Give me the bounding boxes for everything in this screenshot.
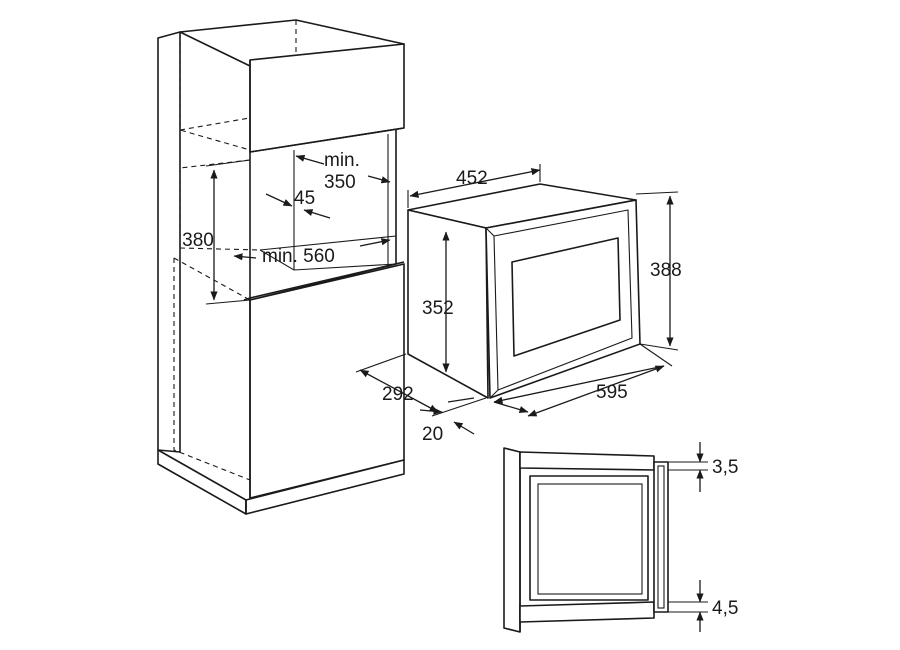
section-bottom-panel [519,601,655,623]
tall-cabinet [157,19,405,515]
microwave-unit [407,183,641,399]
cabinet-side-panel [157,31,181,453]
cabinet-plinth [157,449,247,515]
label-45: 45 [294,188,315,209]
section-view [503,447,669,633]
section-front-frame [653,461,669,613]
dim-560-left-arrow [233,253,257,261]
dim-595-line [493,401,529,414]
label-3-5: 3,5 [712,457,738,478]
section-outer-frame [503,447,521,633]
section-top-panel [519,451,655,471]
label-352: 352 [422,298,454,319]
dim-452-line [409,168,541,198]
oven-niche [179,127,405,301]
upper-door [249,43,405,153]
dim-20-arrow-b [453,421,475,435]
dim-292-line [359,369,439,413]
label-4-5: 4,5 [712,598,738,619]
label-min-560: min. 560 [262,246,335,267]
dimension-labels: min. 350 45 380 min. 560 452 352 388 292… [182,150,738,619]
lower-hidden-edges [173,258,251,481]
label-388: 388 [650,260,682,281]
label-292: 292 [382,384,414,405]
dim-20-arrow-a [447,397,475,403]
label-380: 380 [182,230,214,251]
label-20: 20 [422,424,443,445]
dim-595-full [527,365,665,417]
label-350: 350 [324,172,356,193]
upper-compartment-hidden-edges [179,32,251,151]
dim-45-arrow-right [303,209,331,219]
unit-door-window [511,237,621,357]
section-inner-body [529,475,649,601]
unit-inner-frame [493,209,633,391]
label-min: min. [324,150,360,171]
label-452: 452 [456,168,488,189]
label-595: 595 [596,382,628,403]
dim-350-right-arrow [367,175,391,184]
dim-45-arrow-left [265,193,293,207]
dim-560-right-arrow [359,238,391,247]
dim-350-left-arrow [295,154,325,165]
dimension-lines [205,154,708,632]
